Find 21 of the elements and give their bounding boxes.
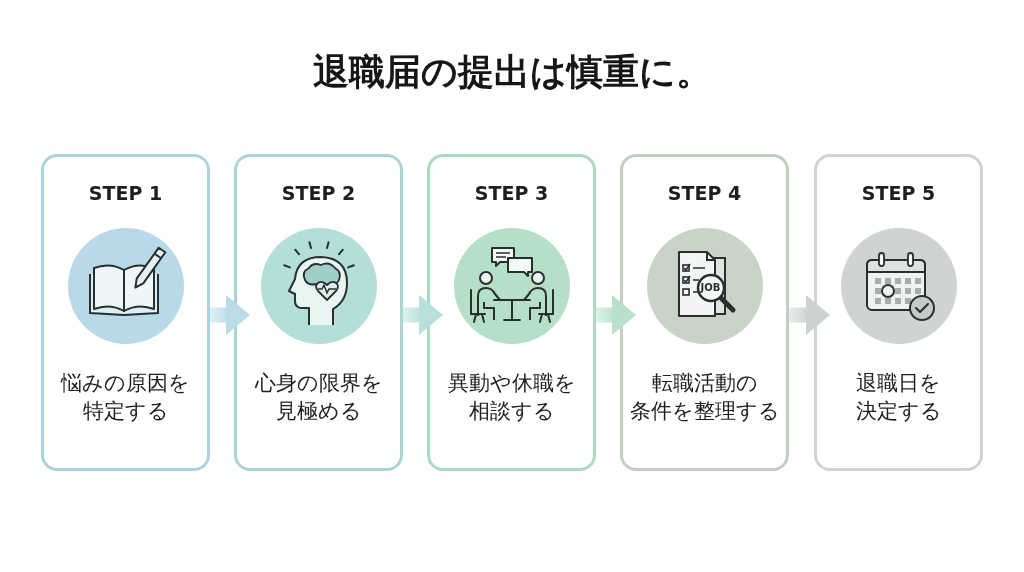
step-description: 異動や休職を相談する — [447, 370, 576, 425]
step-label: STEP 2 — [281, 181, 356, 205]
step-card — [234, 154, 403, 471]
step-card — [814, 154, 983, 471]
step-label: STEP 4 — [667, 181, 742, 205]
magnifier-text: JOB — [700, 282, 721, 294]
step-card — [427, 154, 596, 471]
step-label: STEP 5 — [861, 181, 936, 205]
arrow — [403, 295, 443, 335]
arrow — [210, 295, 250, 335]
step-description: 退職日を決定する — [855, 370, 942, 425]
arrow — [596, 295, 636, 335]
step-card — [620, 154, 789, 471]
step-description: 悩みの原因を特定する — [61, 370, 190, 425]
step-label: STEP 3 — [474, 181, 549, 205]
arrow — [789, 295, 830, 335]
step-label: STEP 1 — [88, 181, 163, 205]
step-card — [41, 154, 210, 471]
step-description: 転職活動の条件を整理する — [629, 370, 780, 425]
title: 退職届の提出は慎重に。 — [312, 50, 712, 94]
step-description: 心身の限界を見極める — [254, 370, 383, 425]
